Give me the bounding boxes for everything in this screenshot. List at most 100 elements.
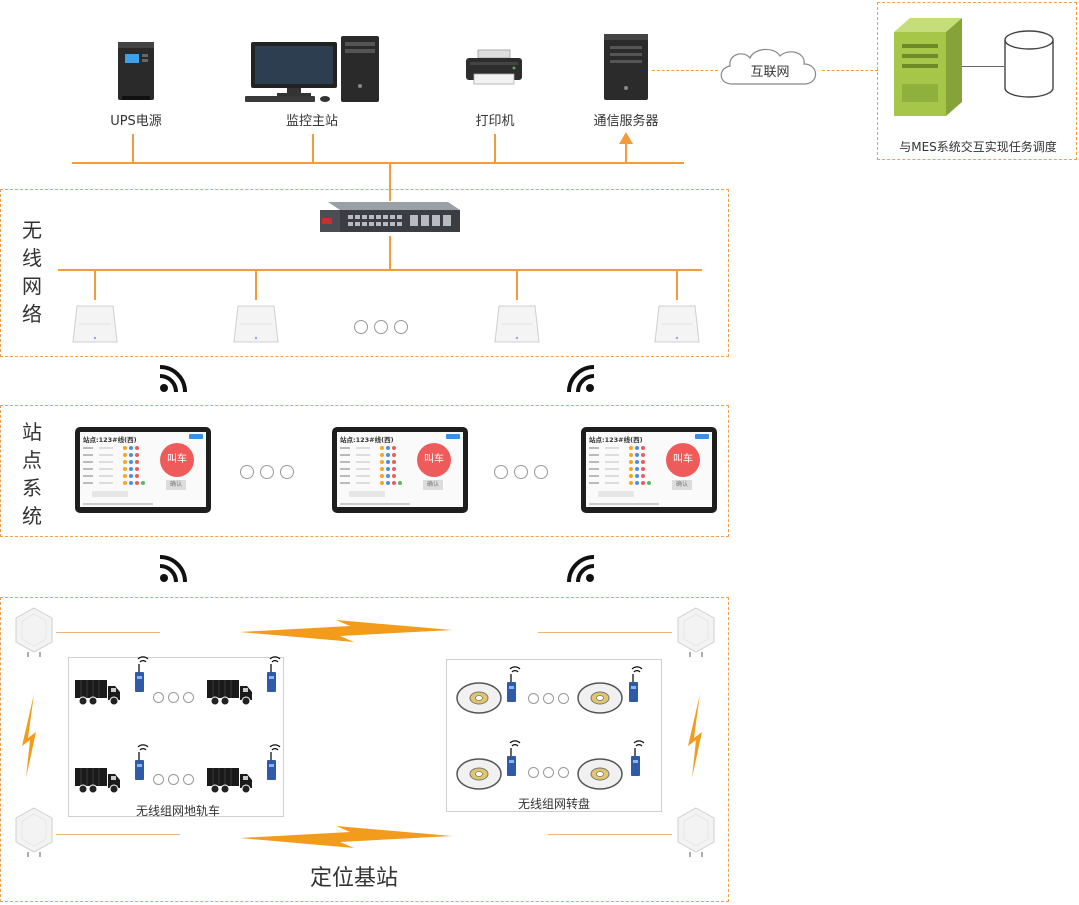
access-point-icon: [654, 305, 700, 343]
monitor-label: 监控主站: [285, 114, 338, 129]
wireless-network-box: [0, 189, 729, 357]
wifi-signal-icon: [567, 555, 595, 583]
tablet-title: 站点:123#线(西): [589, 436, 643, 444]
tablet-screen: 站点:123#线(西) 叫车 确认: [586, 432, 712, 507]
lightning-bolt-icon: [240, 826, 452, 848]
mes-db-link: [962, 66, 1004, 67]
ap-ellipsis: [354, 320, 408, 334]
lightning-bolt-icon: [240, 620, 452, 642]
beacon-line: [56, 834, 180, 835]
truck-ellipsis: [153, 692, 194, 703]
wireless-module-icon: [267, 656, 281, 692]
tablet-screen: 站点:123#线(西) 叫车 确认: [80, 432, 206, 507]
positioning-beacon-icon: [15, 607, 53, 657]
server-label: 通信服务器: [593, 114, 659, 129]
lightning-bolt-icon: [22, 694, 36, 778]
tablet-badge: [695, 434, 709, 439]
wifi-signal-icon: [567, 365, 595, 393]
cloud-icon: [720, 48, 817, 85]
switch-uplink: [389, 163, 391, 201]
internet-mes-link: [822, 70, 878, 71]
wireless-module-icon: [507, 740, 521, 776]
ap4-drop: [676, 270, 678, 300]
beacon-line: [538, 632, 672, 633]
call-car-button[interactable]: 叫车: [160, 443, 194, 477]
positioning-beacon-icon: [677, 607, 715, 657]
truck-icon: [75, 768, 120, 794]
printer-drop: [494, 134, 496, 163]
turntable-label: 无线组网转盘: [517, 797, 590, 811]
truck-icon: [207, 680, 252, 706]
access-point-icon: [494, 305, 540, 343]
tablet-badge: [189, 434, 203, 439]
wireless-network-title: 无线网络: [22, 218, 42, 326]
ups-drop: [132, 134, 134, 163]
switch-downlink: [389, 236, 391, 270]
mes-box: [877, 2, 1077, 160]
truck-icon: [207, 768, 252, 794]
arrow-up-icon: [619, 132, 633, 144]
turntable-icon: [577, 758, 623, 790]
confirm-button[interactable]: 确认: [423, 480, 443, 490]
database-icon: [1004, 30, 1054, 98]
printer-label: 打印机: [475, 114, 515, 129]
call-car-button[interactable]: 叫车: [417, 443, 451, 477]
beacon-line: [56, 632, 160, 633]
wifi-signal-icon: [159, 365, 187, 393]
tablet-title: 站点:123#线(西): [83, 436, 137, 444]
wireless-module-icon: [507, 666, 521, 702]
wireless-module-icon: [135, 656, 149, 692]
mes-server-icon: [894, 18, 962, 116]
access-point-icon: [72, 305, 118, 343]
tablet-ellipsis: [494, 465, 548, 479]
tablet-screen: 站点:123#线(西) 叫车 确认: [337, 432, 463, 507]
ups-label: UPS电源: [110, 114, 162, 129]
confirm-button[interactable]: 确认: [166, 480, 186, 490]
station-tablet: 站点:123#线(西) 叫车 确认: [332, 427, 468, 513]
access-point-icon: [233, 305, 279, 343]
server-icon: [604, 34, 648, 100]
tablet-ellipsis: [240, 465, 294, 479]
positioning-box: [0, 597, 729, 902]
wireless-module-icon: [267, 744, 281, 780]
beacon-line: [548, 834, 672, 835]
turntable-icon: [456, 758, 502, 790]
truck-icon: [75, 680, 120, 706]
truck-ellipsis: [153, 774, 194, 785]
switch-icon: [320, 202, 460, 232]
workstation-icon: [245, 36, 379, 102]
ap3-drop: [516, 270, 518, 300]
top-bus: [72, 162, 684, 164]
ap1-drop: [94, 270, 96, 300]
confirm-button[interactable]: 确认: [672, 480, 692, 490]
internet-label: 互联网: [750, 65, 790, 80]
wireless-module-icon: [631, 740, 645, 776]
server-internet-link: [652, 70, 718, 71]
positioning-beacon-icon: [15, 807, 53, 857]
wireless-module-icon: [135, 744, 149, 780]
turntable-icon: [456, 682, 502, 714]
mes-label: 与MES系统交互实现任务调度: [899, 140, 1057, 154]
positioning-beacon-icon: [677, 807, 715, 857]
tablet-title: 站点:123#线(西): [340, 436, 394, 444]
turntable-icon: [577, 682, 623, 714]
ap2-drop: [255, 270, 257, 300]
wireless-module-icon: [629, 666, 643, 702]
station-tablet: 站点:123#线(西) 叫车 确认: [581, 427, 717, 513]
rail-cars-label: 无线组网地轨车: [135, 804, 220, 818]
lightning-bolt-icon: [688, 694, 702, 778]
server-drop: [625, 142, 627, 163]
station-system-title: 站点系统: [22, 420, 42, 528]
printer-icon: [466, 49, 522, 85]
turntable-ellipsis: [528, 693, 569, 704]
wifi-signal-icon: [159, 555, 187, 583]
monitor-drop: [312, 134, 314, 163]
call-car-button[interactable]: 叫车: [666, 443, 700, 477]
positioning-label: 定位基站: [309, 866, 398, 891]
ups-icon: [118, 42, 154, 100]
station-system-box: [0, 405, 729, 537]
station-tablet: 站点:123#线(西) 叫车 确认: [75, 427, 211, 513]
turntable-ellipsis: [528, 767, 569, 778]
tablet-badge: [446, 434, 460, 439]
ap-bus: [58, 269, 702, 271]
